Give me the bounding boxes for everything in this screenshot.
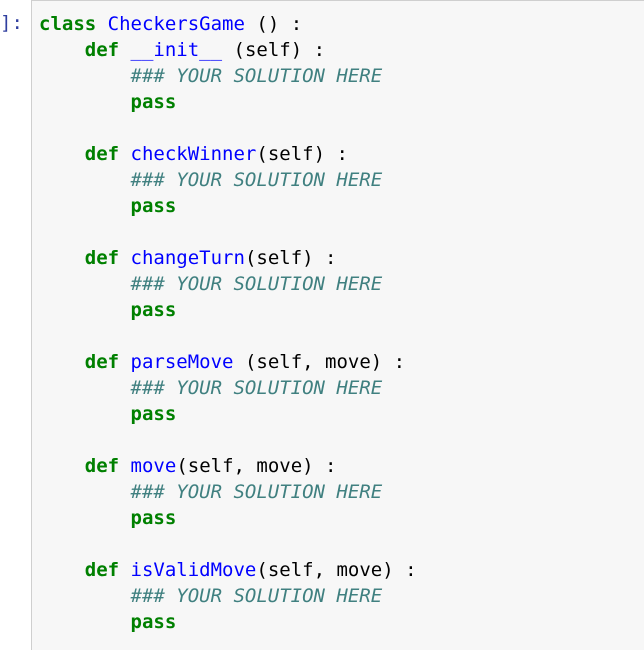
comment-line: ### YOUR SOLUTION HERE (39, 271, 417, 297)
method-def-line: def changeTurn(self) : (39, 245, 417, 271)
method-signature: (self) : (256, 143, 348, 165)
comment-line: ### YOUR SOLUTION HERE (39, 479, 417, 505)
pass-keyword: pass (130, 91, 177, 113)
method-name: __init__ (130, 39, 223, 61)
method-signature: (self) : (222, 39, 326, 61)
class-name: CheckersGame (107, 13, 245, 35)
class-signature: () : (244, 13, 303, 35)
method-def-line: def move(self, move) : (39, 453, 417, 479)
solution-comment: ### YOUR SOLUTION HERE (130, 273, 383, 295)
cell-input-prompt: ]: (0, 12, 23, 34)
def-keyword: def (84, 247, 120, 269)
method-def-line: def checkWinner(self) : (39, 141, 417, 167)
def-keyword: def (84, 143, 120, 165)
def-keyword: def (84, 351, 120, 373)
comment-line: ### YOUR SOLUTION HERE (39, 583, 417, 609)
blank-line (39, 323, 417, 349)
method-signature: (self, move) : (176, 455, 337, 477)
method-name: isValidMove (130, 559, 257, 581)
solution-comment: ### YOUR SOLUTION HERE (130, 169, 383, 191)
code-editor[interactable]: class CheckersGame () : def __init__ (se… (39, 11, 417, 635)
solution-comment: ### YOUR SOLUTION HERE (130, 585, 383, 607)
blank-line (39, 531, 417, 557)
method-name: checkWinner (130, 143, 257, 165)
def-keyword: def (84, 39, 120, 61)
method-def-line: def parseMove (self, move) : (39, 349, 417, 375)
def-keyword: def (84, 559, 120, 581)
code-cell[interactable]: class CheckersGame () : def __init__ (se… (31, 0, 644, 650)
pass-keyword: pass (130, 611, 177, 633)
method-signature: (self, move) : (256, 559, 417, 581)
class-keyword: class (39, 13, 97, 35)
pass-keyword: pass (130, 403, 177, 425)
pass-keyword: pass (130, 507, 177, 529)
def-keyword: def (84, 455, 120, 477)
method-name: parseMove (130, 351, 234, 373)
pass-keyword: pass (130, 299, 177, 321)
blank-line (39, 115, 417, 141)
comment-line: ### YOUR SOLUTION HERE (39, 375, 417, 401)
solution-comment: ### YOUR SOLUTION HERE (130, 65, 383, 87)
pass-line: pass (39, 193, 417, 219)
class-definition-line: class CheckersGame () : (39, 11, 417, 37)
method-def-line: def __init__ (self) : (39, 37, 417, 63)
method-name: move (130, 455, 177, 477)
comment-line: ### YOUR SOLUTION HERE (39, 63, 417, 89)
pass-line: pass (39, 297, 417, 323)
method-signature: (self, move) : (233, 351, 406, 373)
pass-keyword: pass (130, 195, 177, 217)
method-signature: (self) : (244, 247, 337, 269)
method-name: changeTurn (130, 247, 245, 269)
solution-comment: ### YOUR SOLUTION HERE (130, 377, 383, 399)
blank-line (39, 219, 417, 245)
pass-line: pass (39, 401, 417, 427)
method-def-line: def isValidMove(self, move) : (39, 557, 417, 583)
pass-line: pass (39, 609, 417, 635)
comment-line: ### YOUR SOLUTION HERE (39, 167, 417, 193)
solution-comment: ### YOUR SOLUTION HERE (130, 481, 383, 503)
pass-line: pass (39, 505, 417, 531)
blank-line (39, 427, 417, 453)
pass-line: pass (39, 89, 417, 115)
